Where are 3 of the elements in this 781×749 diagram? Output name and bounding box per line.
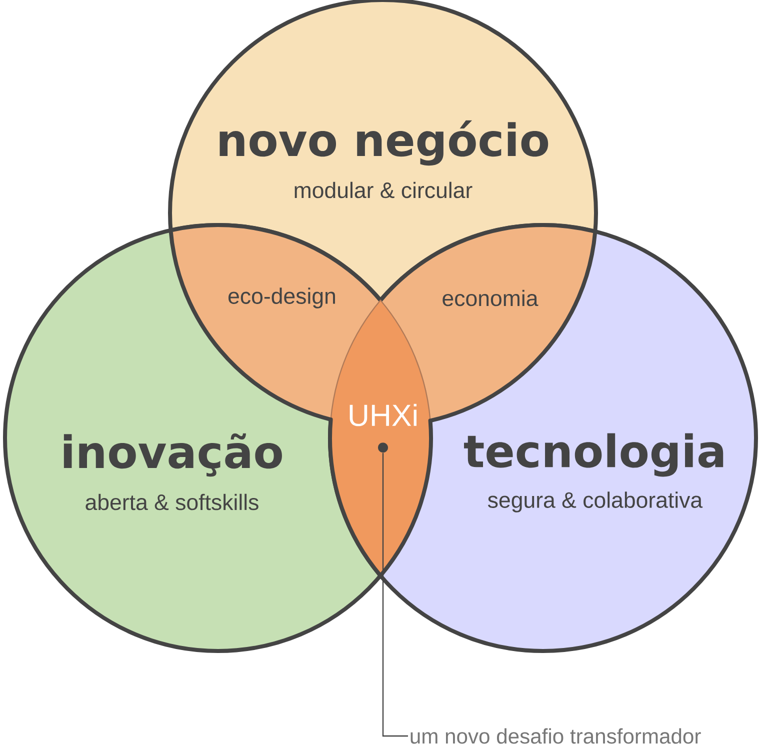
leader-line xyxy=(382,452,408,737)
dot xyxy=(378,442,388,453)
note-text: um novo desafio transformador xyxy=(410,728,701,744)
